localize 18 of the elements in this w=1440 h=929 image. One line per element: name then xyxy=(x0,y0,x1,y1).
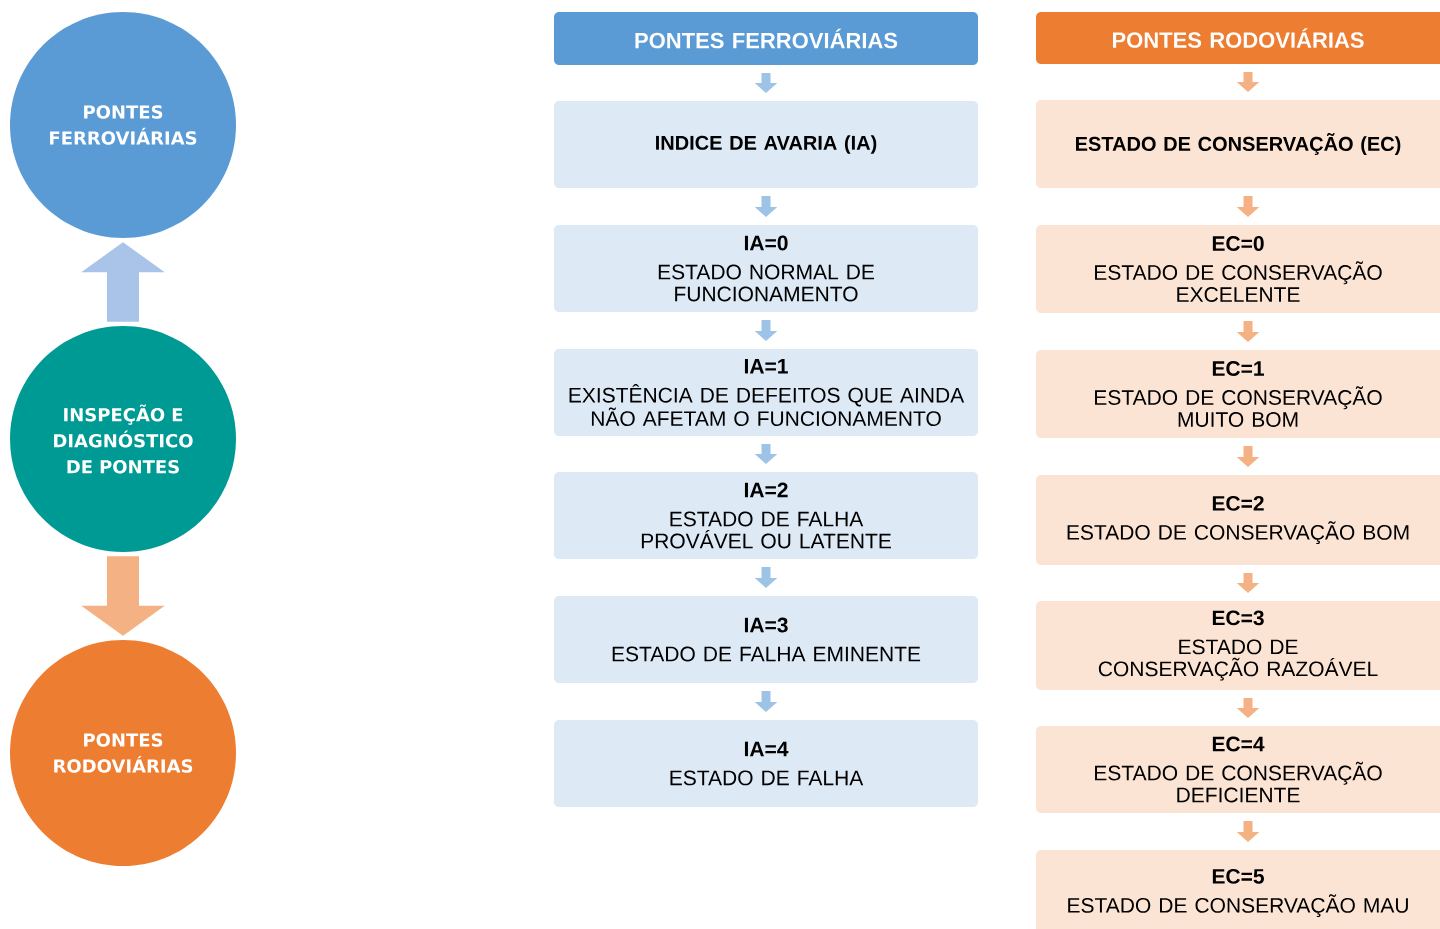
circle-node: INSPEÇÃO E DIAGNÓSTICO DE PONTES xyxy=(10,326,236,552)
circle-node: PONTES FERROVIÁRIAS xyxy=(10,12,236,238)
state-box: IA=1 EXISTÊNCIA DE DEFEITOS QUE AINDA NÃO AFETAM O FUNCIONAMENTO xyxy=(554,349,978,436)
title-box: ESTADO DE CONSERVAÇÃO (EC) xyxy=(1036,100,1440,188)
state-box: EC=5 ESTADO DE CONSERVAÇÃO MAU xyxy=(1036,850,1440,929)
state-box: EC=4 ESTADO DE CONSERVAÇÃO DEFICIENTE xyxy=(1036,726,1440,813)
state-box: EC=0 ESTADO DE CONSERVAÇÃO EXCELENTE xyxy=(1036,225,1440,313)
header-box: PONTES RODOVIÁRIAS xyxy=(1036,12,1440,64)
state-box: IA=0 ESTADO NORMAL DE FUNCIONAMENTO xyxy=(554,225,978,312)
circle-node: PONTES RODOVIÁRIAS xyxy=(10,640,236,866)
title-box: INDICE DE AVARIA (IA) xyxy=(554,101,978,188)
state-box: EC=2 ESTADO DE CONSERVAÇÃO BOM xyxy=(1036,475,1440,565)
state-box: EC=3 ESTADO DE CONSERVAÇÃO RAZOÁVEL xyxy=(1036,601,1440,690)
state-box: EC=1 ESTADO DE CONSERVAÇÃO MUITO BOM xyxy=(1036,350,1440,438)
state-box: IA=2 ESTADO DE FALHA PROVÁVEL OU LATENTE xyxy=(554,472,978,559)
header-box: PONTES FERROVIÁRIAS xyxy=(554,12,978,65)
state-box: IA=4 ESTADO DE FALHA xyxy=(554,720,978,807)
state-box: IA=3 ESTADO DE FALHA EMINENTE xyxy=(554,596,978,683)
